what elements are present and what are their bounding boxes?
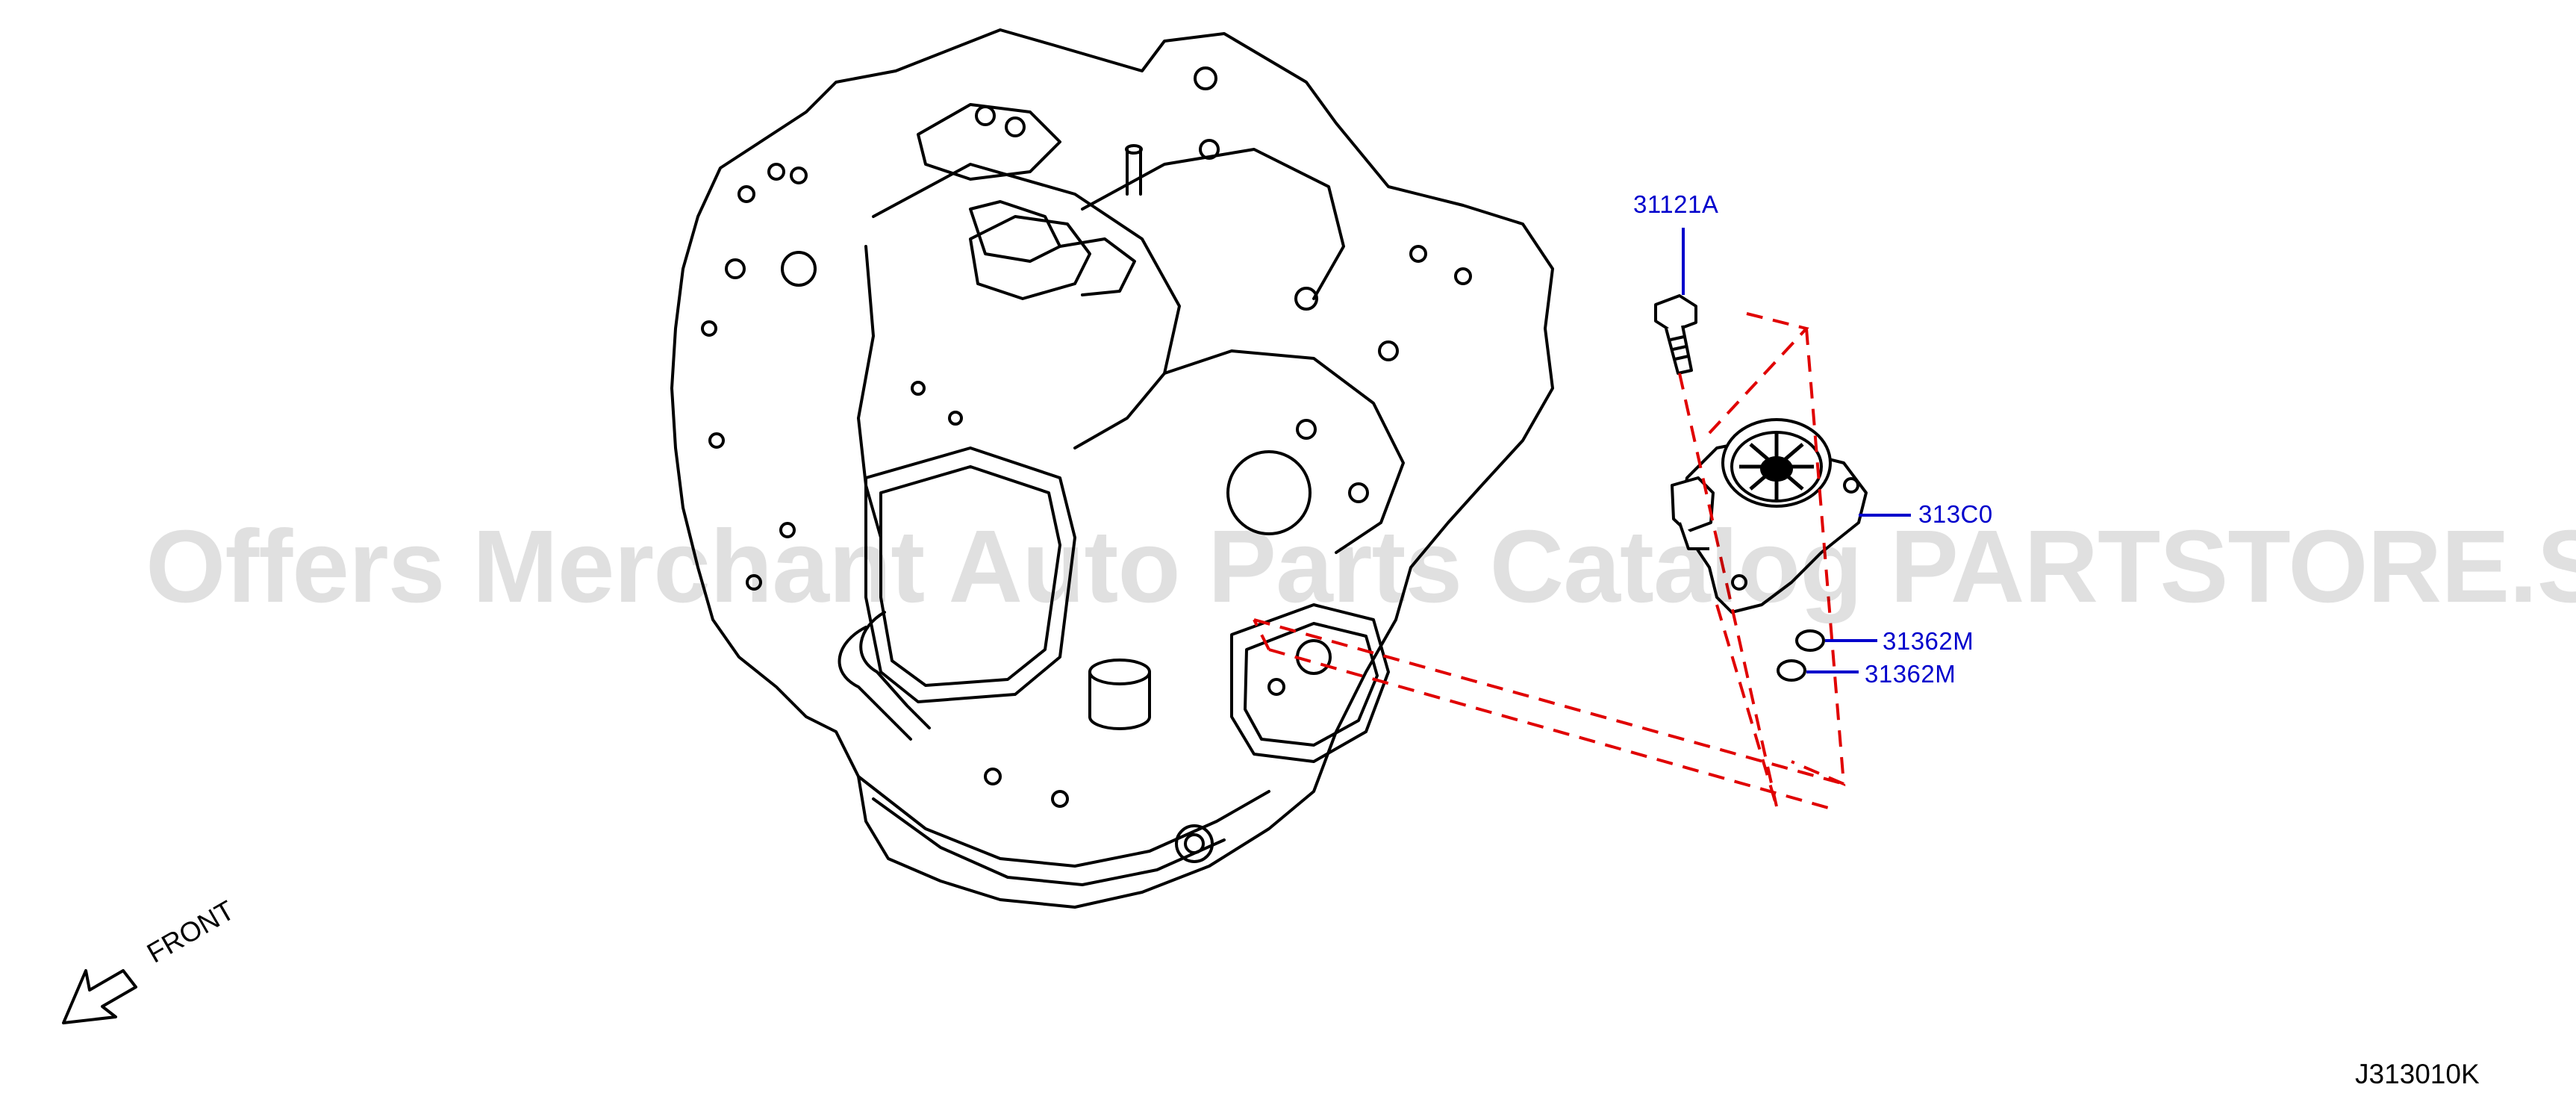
solenoid-valve-unit-drawing (1671, 418, 1868, 614)
callout-31121a[interactable]: 31121A (1633, 190, 1719, 218)
callout-31362m-upper[interactable]: 31362M (1883, 627, 1974, 655)
front-arrow-icon (62, 969, 137, 1024)
transmission-assembly-drawing (670, 28, 1554, 909)
callout-313c0[interactable]: 313C0 (1918, 500, 1993, 528)
callout-leader-lines (1682, 228, 1911, 673)
o-ring-drawings (1777, 629, 1825, 682)
assembly-guide-lines (1253, 312, 1846, 812)
callout-31362m-lower[interactable]: 31362M (1865, 660, 1956, 688)
figure-code: J313010K (2355, 1059, 2480, 1089)
bolt-part-drawing (1654, 294, 1697, 375)
housing-holes (701, 66, 1472, 863)
